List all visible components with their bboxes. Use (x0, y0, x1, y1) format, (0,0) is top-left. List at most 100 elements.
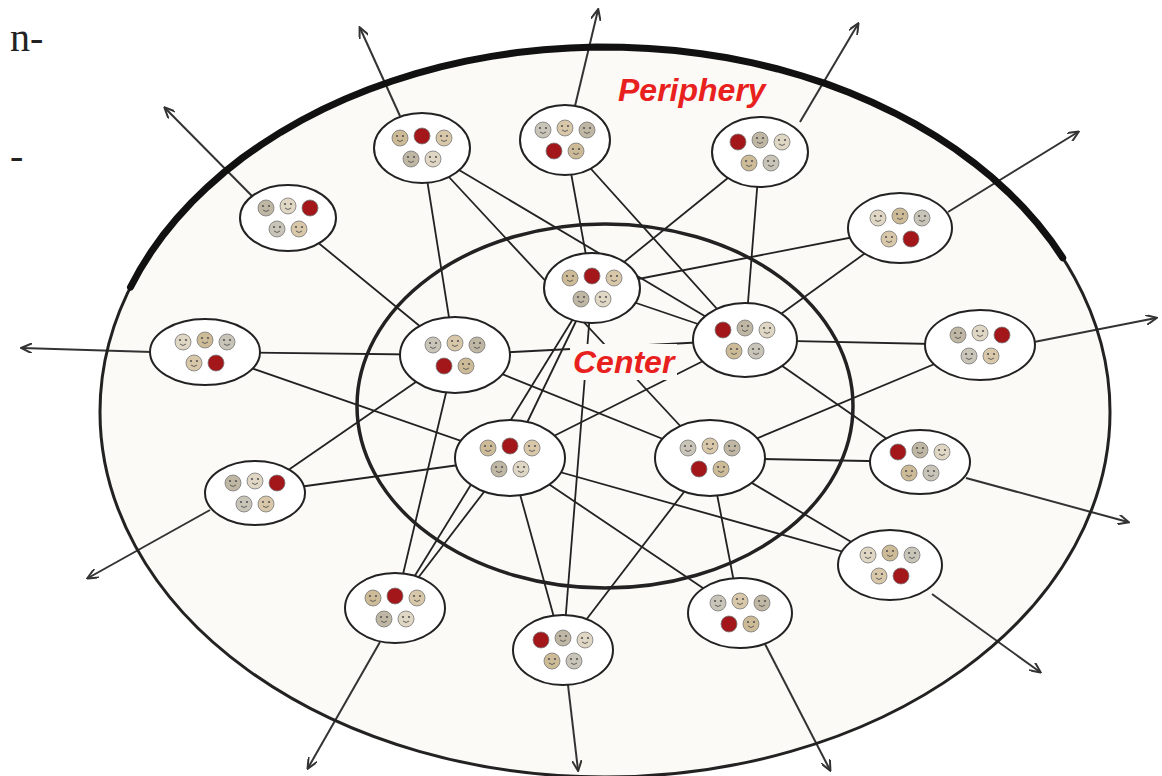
red-person (208, 355, 224, 371)
group-ellipse (513, 615, 613, 685)
face-eye (583, 296, 585, 298)
person-face (961, 348, 977, 364)
face-eye (413, 595, 415, 597)
people-group (374, 113, 470, 183)
face-eye (922, 447, 924, 449)
people-group (848, 193, 952, 263)
face-eye (902, 213, 904, 215)
face-mouth (485, 450, 491, 452)
face-eye (911, 470, 913, 472)
face-eye (495, 466, 497, 468)
region-label-holder: Periphery (615, 72, 769, 109)
face-eye (734, 445, 736, 447)
face-mouth (731, 353, 737, 355)
face-mouth (540, 132, 546, 134)
face-eye (501, 466, 503, 468)
person-face (524, 440, 540, 456)
face-eye (885, 236, 887, 238)
face-eye (896, 213, 898, 215)
face-eye (605, 296, 607, 298)
person-face (881, 231, 897, 247)
face-eye (927, 470, 929, 472)
face-eye (581, 637, 583, 639)
face-eye (756, 137, 758, 139)
face-mouth (897, 218, 903, 220)
face-mouth (865, 557, 871, 559)
face-mouth (202, 342, 208, 344)
red-person (890, 444, 906, 460)
person-face (458, 358, 474, 374)
person-face (577, 632, 593, 648)
periphery-region: PeripheryCenter (98, 45, 1112, 776)
face-eye (545, 127, 547, 129)
red-person (721, 616, 737, 632)
face-eye (223, 339, 225, 341)
group-ellipse (688, 578, 792, 648)
face-eye (251, 478, 253, 480)
person-face (225, 475, 241, 491)
group-ellipse (693, 303, 797, 377)
person-face (566, 653, 582, 669)
face-eye (484, 445, 486, 447)
face-eye (402, 616, 404, 618)
person-face (175, 334, 191, 350)
face-eye (905, 470, 907, 472)
face-mouth (917, 452, 923, 454)
face-eye (185, 339, 187, 341)
people-group (544, 253, 640, 323)
person-face (269, 221, 285, 237)
person-face (904, 547, 920, 563)
outward-arrow (360, 28, 400, 116)
region-label: Periphery (615, 72, 769, 108)
face-eye (468, 363, 470, 365)
face-eye (712, 443, 714, 445)
face-eye (407, 156, 409, 158)
region-outline (98, 45, 1112, 776)
person-face (573, 291, 589, 307)
face-eye (429, 342, 431, 344)
face-eye (457, 340, 459, 342)
face-eye (572, 275, 574, 277)
face-eye (413, 156, 415, 158)
face-mouth (560, 640, 566, 642)
group-ellipse (240, 185, 336, 251)
red-person (436, 358, 452, 374)
face-eye (301, 226, 303, 228)
face-eye (778, 139, 780, 141)
face-mouth (966, 358, 972, 360)
face-mouth (753, 353, 759, 355)
person-face (741, 155, 757, 171)
face-eye (572, 148, 574, 150)
face-eye (262, 501, 264, 503)
face-eye (190, 360, 192, 362)
face-eye (240, 501, 242, 503)
face-mouth (180, 344, 186, 346)
face-mouth (549, 663, 555, 665)
person-face (425, 151, 441, 167)
person-face (403, 151, 419, 167)
link-line (510, 458, 890, 565)
person-face (732, 593, 748, 609)
face-mouth (296, 231, 302, 233)
red-person (994, 327, 1010, 343)
face-mouth (764, 332, 770, 334)
face-mouth (746, 165, 752, 167)
face-mouth (230, 485, 236, 487)
face-eye (747, 621, 749, 623)
face-eye (559, 635, 561, 637)
face-eye (583, 127, 585, 129)
face-eye (479, 342, 481, 344)
person-face (774, 134, 790, 150)
face-eye (402, 135, 404, 137)
group-ellipse (870, 430, 970, 494)
face-eye (246, 501, 248, 503)
face-mouth (919, 220, 925, 222)
person-face (710, 595, 726, 611)
person-face (186, 355, 202, 371)
people-group (345, 573, 445, 643)
face-eye (528, 445, 530, 447)
people-group (655, 420, 765, 496)
face-eye (268, 501, 270, 503)
